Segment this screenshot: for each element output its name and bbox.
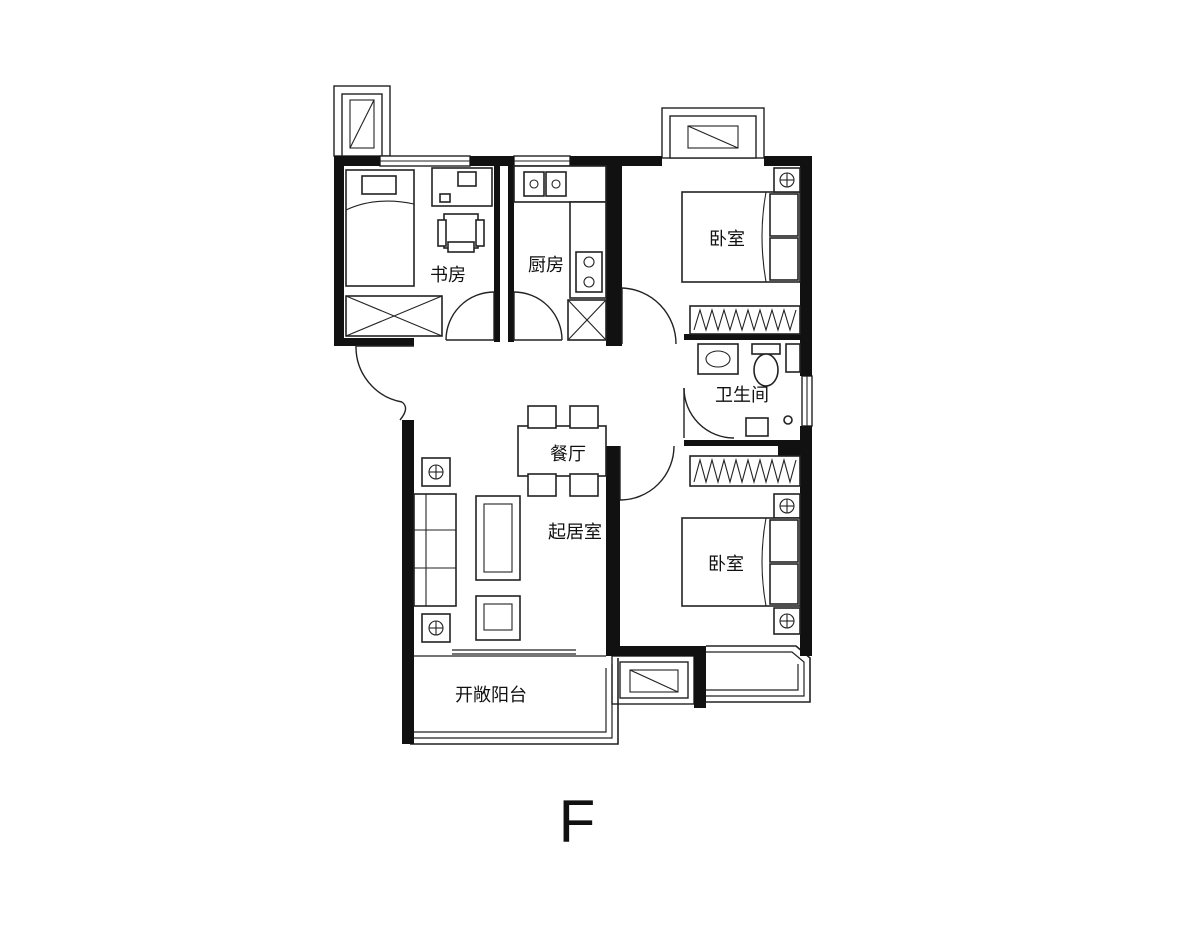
kitchen-furniture bbox=[513, 165, 607, 341]
bay-window-study bbox=[333, 85, 391, 157]
label-bathroom: 卫生间 bbox=[715, 385, 769, 406]
study-furniture bbox=[345, 167, 493, 337]
unit-letter: F bbox=[559, 788, 596, 855]
label-kitchen: 厨房 bbox=[528, 255, 564, 276]
walls bbox=[334, 156, 812, 744]
window-living-south bbox=[452, 649, 576, 655]
bedroom-upper-furniture bbox=[681, 167, 801, 335]
dining-furniture bbox=[517, 405, 607, 497]
label-balcony: 开敞阳台 bbox=[455, 685, 527, 706]
doors bbox=[355, 287, 735, 501]
bathroom-furniture bbox=[697, 343, 801, 437]
label-study: 书房 bbox=[430, 265, 466, 286]
living-furniture bbox=[413, 457, 521, 643]
balcony-open bbox=[410, 655, 619, 745]
window-north-study bbox=[379, 155, 471, 167]
bay-window-bedroom-upper bbox=[661, 107, 765, 159]
window-east-bath bbox=[801, 375, 813, 427]
bedroom-lower-furniture bbox=[681, 455, 801, 635]
window-north-kitchen bbox=[513, 155, 571, 167]
label-bedroom-upper: 卧室 bbox=[709, 229, 745, 250]
label-dining: 餐厅 bbox=[550, 444, 586, 465]
balcony-frame-bedroom-lower bbox=[706, 645, 811, 703]
label-living: 起居室 bbox=[548, 522, 602, 543]
label-bedroom-lower: 卧室 bbox=[708, 554, 744, 575]
bay-window-bedroom-lower bbox=[611, 655, 695, 705]
